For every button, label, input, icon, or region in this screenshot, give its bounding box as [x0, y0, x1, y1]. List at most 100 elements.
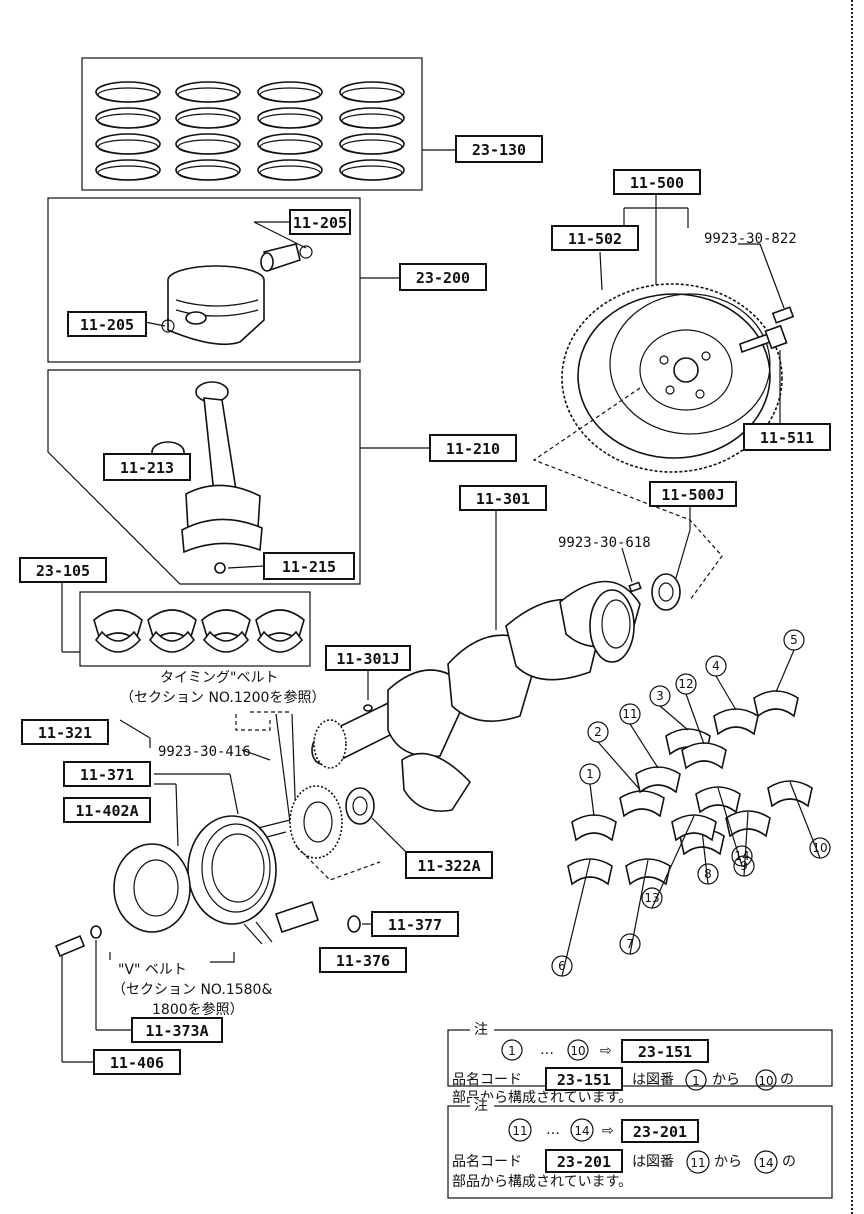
numbered-shell-13: 13 — [641, 814, 717, 909]
note-2-range-from: 11 — [512, 1124, 527, 1138]
note-2-line2-kara: から — [714, 1154, 742, 1170]
numbered-shell-2: 2 — [587, 721, 665, 818]
bearing-number-11: 11 — [622, 707, 637, 721]
label-11-502[interactable]: 11-502 — [551, 225, 639, 251]
main-bearing-shell — [147, 609, 197, 653]
note-1-code-box[interactable]: 23-151 — [621, 1039, 709, 1063]
svg-text:11-377: 11-377 — [388, 916, 442, 934]
label-11-500[interactable]: 11-500 — [613, 169, 701, 195]
note-2-line2-mid: は図番 — [632, 1154, 674, 1170]
svg-text:11-301: 11-301 — [476, 490, 530, 508]
label-23-105[interactable]: 23-105 — [19, 557, 107, 583]
numbered-shell-10: 10 — [767, 780, 831, 859]
numbered-shell-6: 6 — [551, 858, 613, 977]
crank-key — [363, 704, 373, 712]
note-1-range-from: 1 — [508, 1044, 516, 1058]
label-11-511[interactable]: 11-511 — [743, 423, 831, 451]
note-2-range-to: 14 — [574, 1124, 589, 1138]
numbered-shell-9: 9 — [725, 810, 771, 877]
note-1-line2-kara: から — [712, 1072, 740, 1088]
bearing-number-1: 1 — [586, 767, 594, 781]
label-9923-30-822: 9923-30-822 — [704, 231, 797, 247]
bearing-number-4: 4 — [712, 659, 720, 673]
connecting-rod-group — [47, 369, 430, 585]
svg-text:11-301J: 11-301J — [336, 650, 399, 668]
numbered-shell-8: 8 — [679, 828, 725, 885]
svg-text:11-373A: 11-373A — [145, 1022, 208, 1040]
label-11-213[interactable]: 11-213 — [103, 453, 191, 481]
label-11-321[interactable]: 11-321 — [21, 719, 109, 745]
label-11-210[interactable]: 11-210 — [429, 434, 517, 462]
svg-text:11-500J: 11-500J — [661, 486, 724, 504]
main-bearing-shell — [201, 609, 251, 653]
label-23-130[interactable]: 23-130 — [455, 135, 543, 163]
piston-ring-set — [257, 81, 323, 181]
note-1-arrow: ⇨ — [600, 1043, 612, 1059]
label-11-205-bottom[interactable]: 11-205 — [67, 311, 147, 337]
note-2-code-box[interactable]: 23-201 — [621, 1119, 699, 1143]
bearing-number-3: 3 — [656, 689, 664, 703]
svg-text:11-371: 11-371 — [80, 766, 134, 784]
note-1-title: 注 — [474, 1022, 488, 1038]
svg-text:11-321: 11-321 — [38, 724, 92, 742]
note-1-ellipsis: … — [540, 1042, 554, 1058]
pilot-bearing — [621, 504, 691, 611]
front-pulley-assembly — [54, 711, 421, 1063]
label-11-402A[interactable]: 11-402A — [63, 797, 151, 823]
label-11-406[interactable]: 11-406 — [93, 1049, 181, 1075]
svg-text:23-201: 23-201 — [557, 1153, 611, 1171]
label-11-500J[interactable]: 11-500J — [649, 481, 737, 507]
numbered-shell-11: 11 — [619, 703, 681, 794]
bearing-number-13: 13 — [644, 891, 659, 905]
label-11-215[interactable]: 11-215 — [263, 552, 355, 580]
numbered-shell-4: 4 — [705, 655, 759, 736]
note-2-line2-code-box[interactable]: 23-201 — [545, 1149, 623, 1173]
bearing-number-5: 5 — [790, 633, 798, 647]
piston-ring-set — [95, 81, 161, 181]
svg-text:11-511: 11-511 — [760, 429, 814, 447]
bearing-number-6: 6 — [558, 959, 566, 973]
flywheel-group — [532, 194, 795, 601]
svg-text:23-105: 23-105 — [36, 562, 90, 580]
label-11-373A[interactable]: 11-373A — [131, 1017, 223, 1043]
note-2-line2-from: 11 — [690, 1156, 705, 1170]
caption-timing-belt-2: （セクション NO.1200を参照） — [120, 689, 325, 706]
bearing-number-10: 10 — [812, 841, 827, 855]
label-11-301J[interactable]: 11-301J — [325, 645, 411, 671]
bearing-number-8: 8 — [704, 867, 712, 881]
svg-text:11-402A: 11-402A — [75, 802, 138, 820]
note-1-line2-no: の — [780, 1072, 794, 1088]
caption-v-belt-2: （セクション NO.1580& — [112, 982, 272, 998]
note-1-line2-mid: は図番 — [632, 1072, 674, 1088]
numbered-shell-1: 1 — [571, 763, 617, 842]
label-9923-30-618: 9923-30-618 — [558, 535, 651, 551]
label-11-205-top[interactable]: 11-205 — [289, 209, 351, 235]
crankshaft — [311, 506, 641, 812]
note-2-line2-to: 14 — [758, 1156, 773, 1170]
label-11-301[interactable]: 11-301 — [459, 485, 547, 511]
bearing-number-14: 14 — [734, 849, 749, 863]
note-box-1: 注 1 … 10 ⇨ 23-151 品名コード 23-151 は図番 1 から … — [447, 1022, 833, 1091]
svg-text:23-130: 23-130 — [472, 141, 526, 159]
note-2-line2-prefix: 品名コード — [452, 1154, 522, 1170]
numbered-shell-12: 12 — [675, 673, 727, 770]
note-box-2: 注 11 … 14 ⇨ 23-201 品名コード 23-201 は図番 11 か… — [447, 1098, 833, 1199]
note-2-title: 注 — [474, 1098, 488, 1114]
svg-text:11-213: 11-213 — [120, 459, 174, 477]
label-11-371[interactable]: 11-371 — [63, 761, 151, 787]
label-11-322A[interactable]: 11-322A — [405, 851, 493, 879]
svg-text:11-205: 11-205 — [293, 214, 347, 232]
label-11-376[interactable]: 11-376 — [319, 947, 407, 973]
svg-text:23-200: 23-200 — [416, 269, 470, 287]
label-11-377[interactable]: 11-377 — [371, 911, 459, 937]
svg-text:11-406: 11-406 — [110, 1054, 164, 1072]
note-1-line2-code-box[interactable]: 23-151 — [545, 1067, 623, 1091]
svg-text:23-151: 23-151 — [557, 1071, 611, 1089]
svg-text:23-201: 23-201 — [633, 1123, 687, 1141]
bearing-number-12: 12 — [678, 677, 693, 691]
svg-text:11-205: 11-205 — [80, 316, 134, 334]
label-9923-30-416: 9923-30-416 — [158, 744, 251, 760]
label-23-200[interactable]: 23-200 — [399, 263, 487, 291]
bearing-number-2: 2 — [594, 725, 602, 739]
